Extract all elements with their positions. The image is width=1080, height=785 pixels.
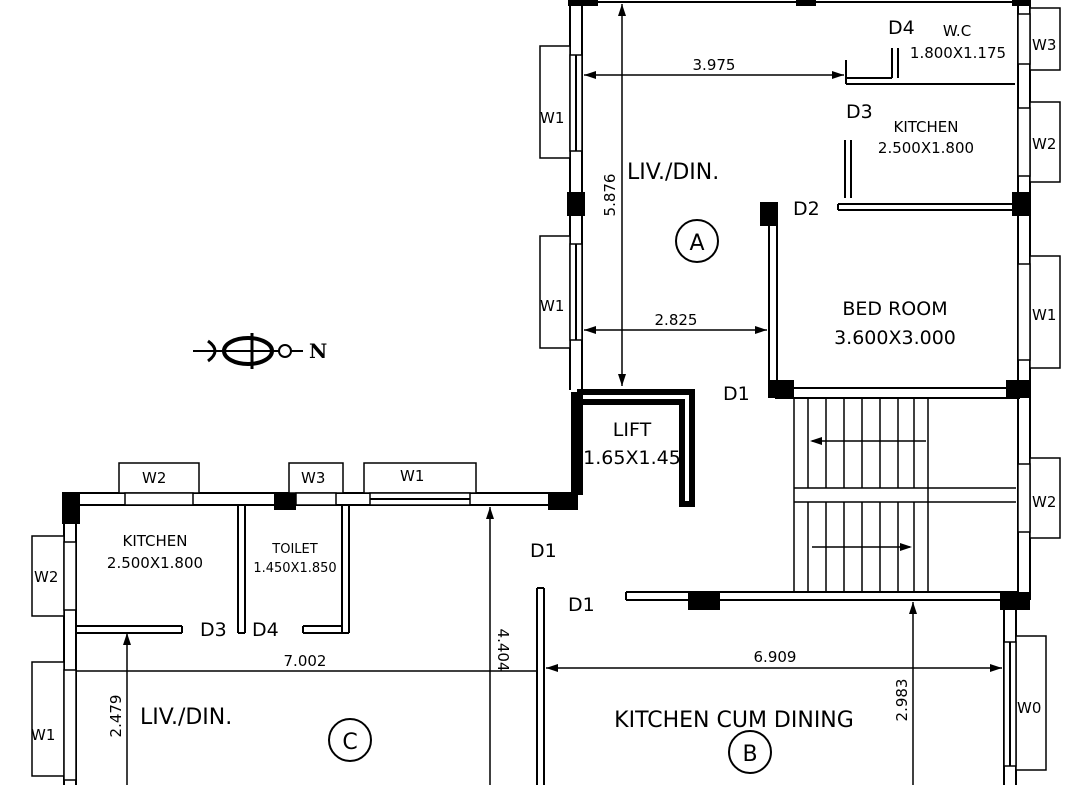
flat-c-dimensions — [76, 507, 536, 785]
door-label-d3: D3 — [846, 101, 873, 123]
door-label-d3: D3 — [200, 619, 227, 641]
column — [796, 0, 816, 6]
flat-a-walls — [569, 0, 1031, 601]
window — [31, 661, 65, 777]
window-label: W3 — [1032, 36, 1056, 54]
column — [567, 192, 585, 216]
flat-a-living-label: LIV./DIN. — [627, 160, 719, 185]
column — [1006, 380, 1030, 398]
north-arrow-icon — [193, 333, 303, 369]
flat-c-kitchen-size: 2.500X1.800 — [107, 554, 203, 572]
flat-a-marker-circle — [675, 219, 719, 263]
column — [568, 0, 598, 6]
dim-flat-a-top: 3.975 — [693, 56, 736, 74]
door-label-d1: D1 — [723, 383, 750, 405]
lift-name: LIFT — [613, 419, 652, 441]
door-label-d2: D2 — [793, 198, 820, 220]
lift-size: 1.65X1.45 — [583, 447, 681, 469]
window — [539, 235, 571, 349]
window-label: W1 — [540, 109, 564, 127]
window-label: W0 — [1017, 699, 1041, 717]
window-label: W2 — [1032, 493, 1056, 511]
dim-flat-b-vertical: 2.983 — [893, 679, 911, 722]
window — [1015, 635, 1047, 771]
window-label: W2 — [142, 469, 166, 487]
flat-a-dimensions — [584, 4, 844, 386]
window-label: W1 — [540, 297, 564, 315]
door-label-d4: D4 — [888, 17, 915, 39]
door-label-d1: D1 — [568, 594, 595, 616]
dim-flat-c-vertical-left: 2.479 — [107, 695, 125, 738]
staircase — [793, 398, 1016, 592]
flat-a-marker: A — [689, 231, 704, 256]
flat-b-windows: W0 — [1003, 635, 1047, 771]
column — [768, 380, 794, 398]
flat-c-kitchen-name: KITCHEN — [123, 532, 188, 550]
window — [539, 45, 571, 159]
column — [1012, 192, 1030, 216]
window-label: W1 — [31, 726, 55, 744]
flat-a-kitchen-size: 2.500X1.800 — [878, 139, 974, 157]
dim-flat-b-horizontal: 6.909 — [754, 648, 797, 666]
bedroom-size: 3.600X3.000 — [834, 327, 956, 349]
wc-name: W.C — [943, 22, 971, 40]
north-label: N — [309, 339, 327, 363]
lift-shaft — [571, 389, 695, 507]
flat-c-marker: C — [342, 730, 357, 755]
window-label: W1 — [1032, 306, 1056, 324]
toilet-name: TOILET — [271, 542, 317, 557]
flat-b-dimensions — [546, 602, 1002, 785]
flat-b-marker: B — [742, 742, 757, 767]
column — [274, 492, 296, 510]
window-label: W1 — [400, 467, 424, 485]
column — [1012, 0, 1030, 6]
flat-b-room-label: KITCHEN CUM DINING — [614, 708, 854, 733]
dim-flat-a-vertical: 5.876 — [601, 174, 619, 217]
window — [1029, 255, 1061, 369]
flat-b-marker-circle — [728, 730, 772, 774]
window — [1029, 101, 1061, 183]
toilet-size: 1.450X1.850 — [253, 561, 336, 576]
column — [760, 202, 778, 226]
window — [288, 462, 344, 494]
flat-c-living-label: LIV./DIN. — [140, 705, 232, 730]
flat-c-marker-circle — [328, 718, 372, 762]
wc-size: 1.800X1.175 — [910, 44, 1006, 62]
flat-a-kitchen-name: KITCHEN — [894, 118, 959, 136]
bedroom-name: BED ROOM — [842, 298, 947, 320]
door-label-d1: D1 — [530, 540, 557, 562]
flat-c-windows: W2 W3 W1 W2 W1 — [31, 462, 477, 781]
column — [688, 592, 720, 610]
window — [1029, 7, 1061, 71]
door-label-d4: D4 — [252, 619, 279, 641]
dim-flat-c-vertical-right: 4.404 — [494, 629, 512, 672]
window-label: W3 — [301, 469, 325, 487]
window-label: W2 — [1032, 135, 1056, 153]
flat-a-windows: W1 W1 W3 W2 W1 W2 — [539, 7, 1061, 539]
window-label: W2 — [34, 568, 58, 586]
window — [118, 462, 200, 494]
dim-flat-c-horizontal: 7.002 — [284, 652, 327, 670]
dim-flat-a-mid: 2.825 — [655, 311, 698, 329]
